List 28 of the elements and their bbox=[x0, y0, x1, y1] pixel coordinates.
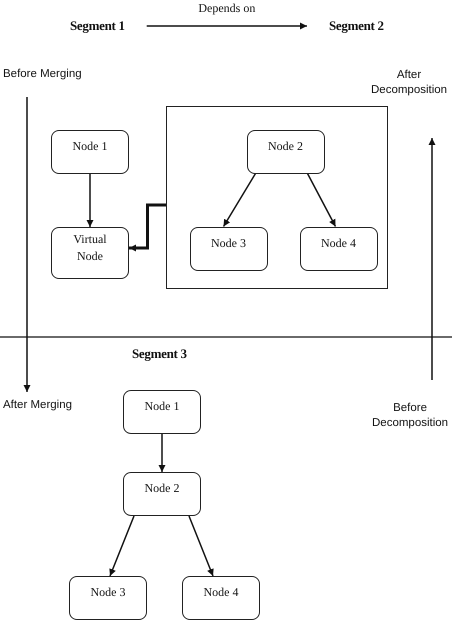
arrow bbox=[146, 22, 307, 30]
node-box: Node 4 bbox=[300, 226, 378, 270]
arrow bbox=[129, 204, 166, 252]
node-box: Node 2 bbox=[246, 130, 324, 174]
group-frame bbox=[166, 106, 388, 289]
phase-label: After Merging bbox=[3, 398, 72, 413]
node-box: Node 3 bbox=[69, 576, 147, 620]
arrow bbox=[188, 516, 214, 576]
node-box: Node 4 bbox=[182, 576, 260, 620]
arrow bbox=[428, 138, 436, 380]
section-heading: Segment 3 bbox=[132, 346, 187, 362]
segment-heading: Segment 1 bbox=[70, 18, 125, 34]
phase-label: Before Merging bbox=[3, 67, 82, 82]
phase-label: After Decomposition bbox=[371, 68, 448, 98]
node-box: Node 1 bbox=[51, 130, 129, 174]
arrow bbox=[306, 173, 336, 227]
arrow bbox=[24, 97, 30, 392]
node-box: Node 1 bbox=[123, 390, 201, 434]
node-box: Node 2 bbox=[123, 472, 201, 516]
node-box: Node 3 bbox=[190, 226, 268, 270]
arrow bbox=[222, 173, 256, 227]
arrow bbox=[86, 174, 94, 227]
edge-label: Depends on bbox=[198, 1, 256, 16]
arrow bbox=[158, 434, 166, 472]
segment-heading: Segment 2 bbox=[329, 18, 384, 34]
node-box: Virtual Node bbox=[51, 227, 129, 279]
arrow bbox=[109, 516, 135, 576]
phase-label: Before Decomposition bbox=[372, 401, 448, 431]
